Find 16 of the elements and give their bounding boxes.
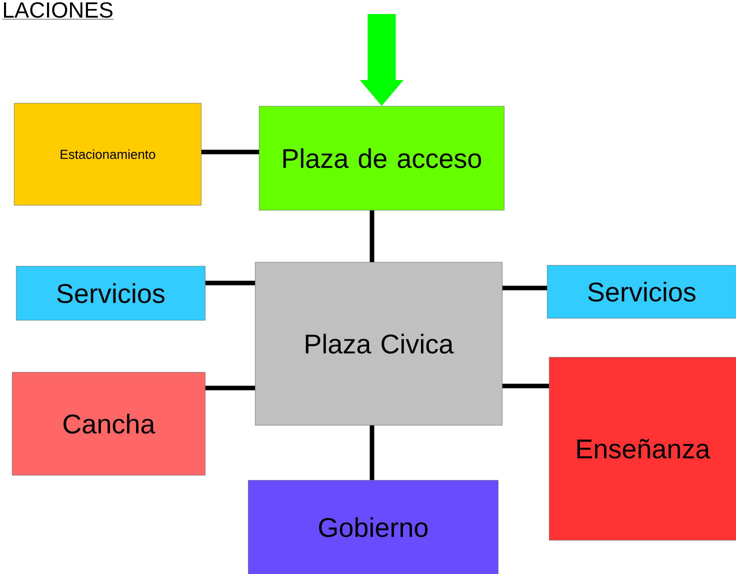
connector-line bbox=[370, 425, 374, 480]
block-box: Plaza de acceso bbox=[259, 106, 504, 210]
block-box: Estacionamiento bbox=[14, 103, 202, 206]
connector-line bbox=[502, 384, 549, 388]
block-box: Cancha bbox=[12, 372, 206, 476]
connector-line bbox=[205, 386, 255, 390]
connector-line bbox=[502, 286, 547, 290]
connector-line bbox=[370, 210, 374, 262]
block-box: Servicios bbox=[16, 266, 206, 320]
block-box: Enseñanza bbox=[549, 357, 736, 540]
block-box: Plaza Civica bbox=[255, 262, 502, 426]
block-box: Gobierno bbox=[248, 480, 498, 574]
connector-line bbox=[205, 280, 255, 286]
connector-line bbox=[201, 150, 259, 154]
heading: LACIONES bbox=[2, 2, 114, 20]
block-box: Servicios bbox=[547, 265, 736, 318]
